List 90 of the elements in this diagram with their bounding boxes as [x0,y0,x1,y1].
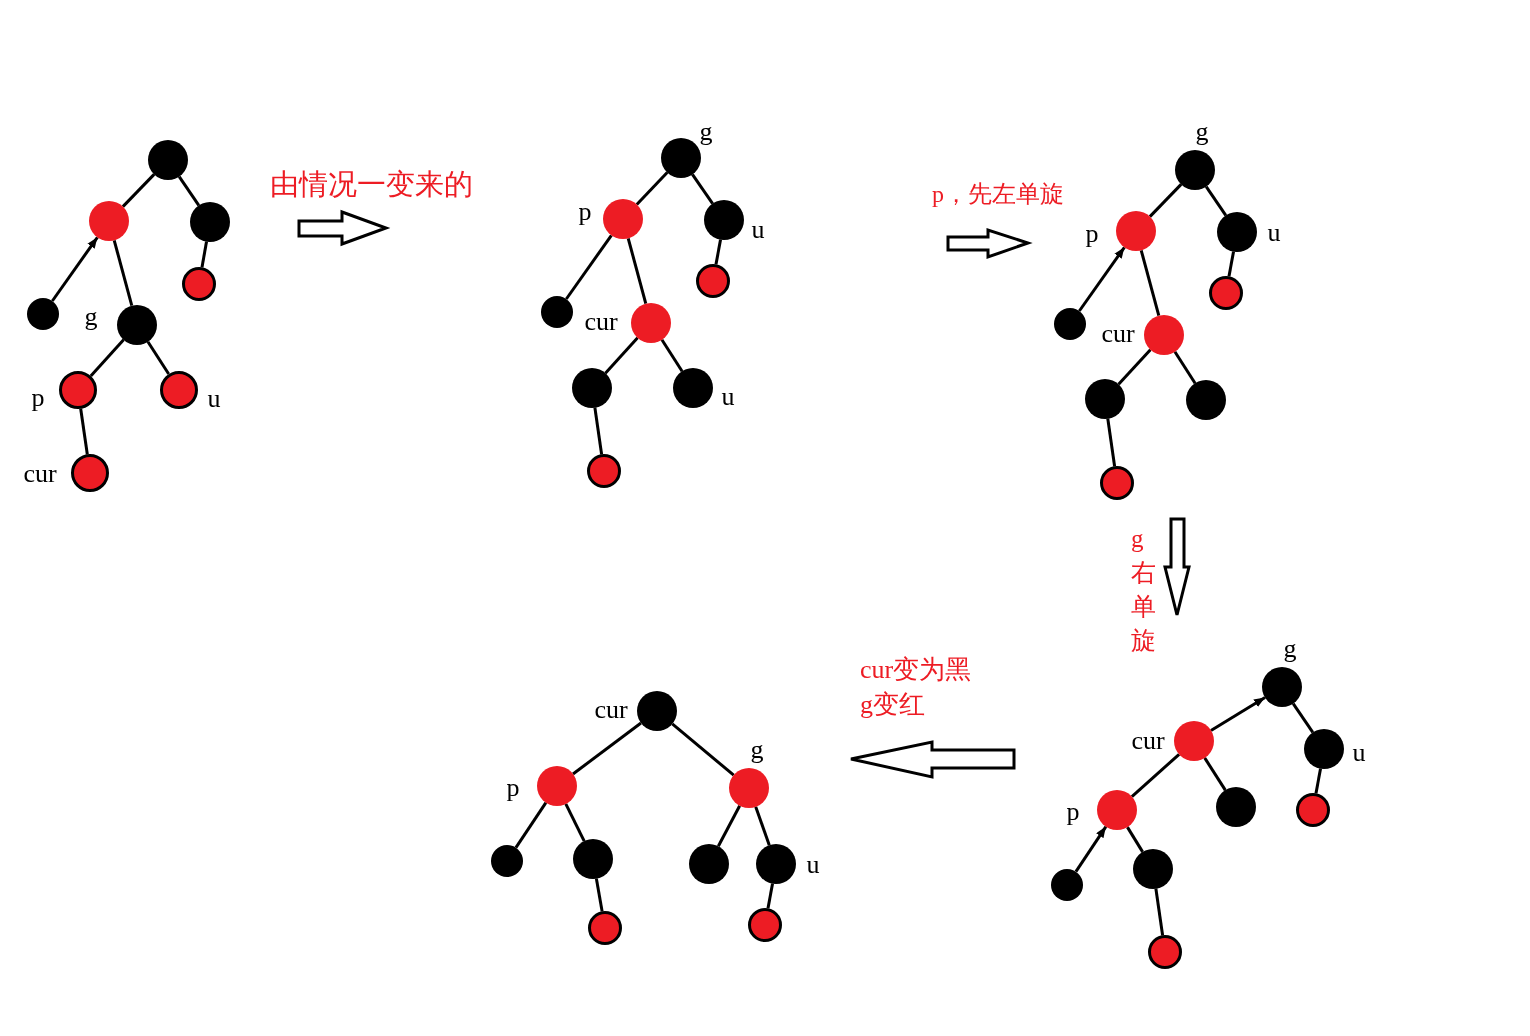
tree-edge [1130,753,1181,798]
tree-edge [594,878,604,912]
tree-edge [51,236,99,302]
node-label: p [31,385,45,411]
tree-edge [593,407,604,455]
node-label: cur [23,461,57,487]
tree-node [696,264,730,298]
tree-node [1186,380,1226,420]
tree-edge [1204,185,1228,217]
node-label: p [506,775,520,801]
step-note: g变红 [860,690,925,720]
tree-edge [716,805,742,847]
tree-edge [89,338,125,377]
node-label: u [1352,740,1366,766]
tree-edge [514,801,548,849]
tree-edge [177,175,201,207]
tree-node [541,296,573,328]
tree-node [587,454,621,488]
tree-edge [635,171,669,206]
tree-node [1054,308,1086,340]
tree-edge [1074,825,1108,873]
node-label: g [750,737,764,763]
tree-edge [146,341,170,375]
tree-edge [1227,251,1235,277]
tree-edge [572,721,642,776]
step-note: cur变为黑 [860,655,972,685]
node-label: p [1066,799,1080,825]
tree-node [190,202,230,242]
tree-edge [1173,351,1197,384]
tree-edge [565,234,613,300]
node-label: g [84,304,98,330]
tree-node [588,911,622,945]
tree-edge [604,336,639,375]
node-label: cur [584,309,618,335]
tree-edge [112,239,134,307]
tree-node [1296,793,1330,827]
tree-node [1100,466,1134,500]
tree-edge [1291,702,1315,734]
tree-edge [1139,249,1161,317]
step-note: g右单旋 [1131,524,1157,656]
tree-edge [1210,696,1266,732]
node-label: u [751,217,765,243]
tree-node [27,298,59,330]
node-label: g [699,119,713,145]
tree-edge [1148,183,1183,218]
node-label: cur [1131,728,1165,754]
tree-edge [626,237,648,305]
tree-edge [79,408,89,455]
tree-node [1051,869,1083,901]
tree-node [572,368,612,408]
tree-node [573,839,613,879]
tree-edge [1117,348,1152,386]
node-label: u [1267,220,1281,246]
tree-edge [1154,888,1165,936]
node-label: u [207,386,221,412]
tree-edge [1203,757,1227,791]
node-label: u [806,852,820,878]
tree-edge [1106,418,1117,467]
tree-node [689,844,729,884]
tree-edge [564,803,586,842]
tree-node [748,908,782,942]
node-label: g [1195,119,1209,145]
step-note: p，先左单旋 [932,181,1064,209]
tree-edge [1078,246,1126,312]
tree-node [491,845,523,877]
node-label: cur [1101,321,1135,347]
node-label: u [721,384,735,410]
tree-node [182,267,216,301]
node-label: g [1283,636,1297,662]
tree-edge [121,173,156,208]
node-label: cur [594,697,628,723]
tree-edge [691,173,714,205]
node-label: p [1085,221,1099,247]
tree-node [1085,379,1125,419]
tree-node [1133,849,1173,889]
tree-node [1148,935,1182,969]
tree-edge [1126,826,1144,853]
tree-edge [671,722,735,777]
node-label: p [578,199,592,225]
step-note: 由情况一变来的 [270,168,473,202]
tree-edge [1314,768,1322,794]
tree-node [148,140,188,180]
tree-node [1209,276,1243,310]
tree-edge [754,806,771,846]
tree-edge [714,239,722,265]
tree-edge [766,883,774,909]
tree-node [1216,787,1256,827]
tree-edge [200,241,208,268]
tree-edge [660,339,684,372]
tree-node [89,201,129,241]
